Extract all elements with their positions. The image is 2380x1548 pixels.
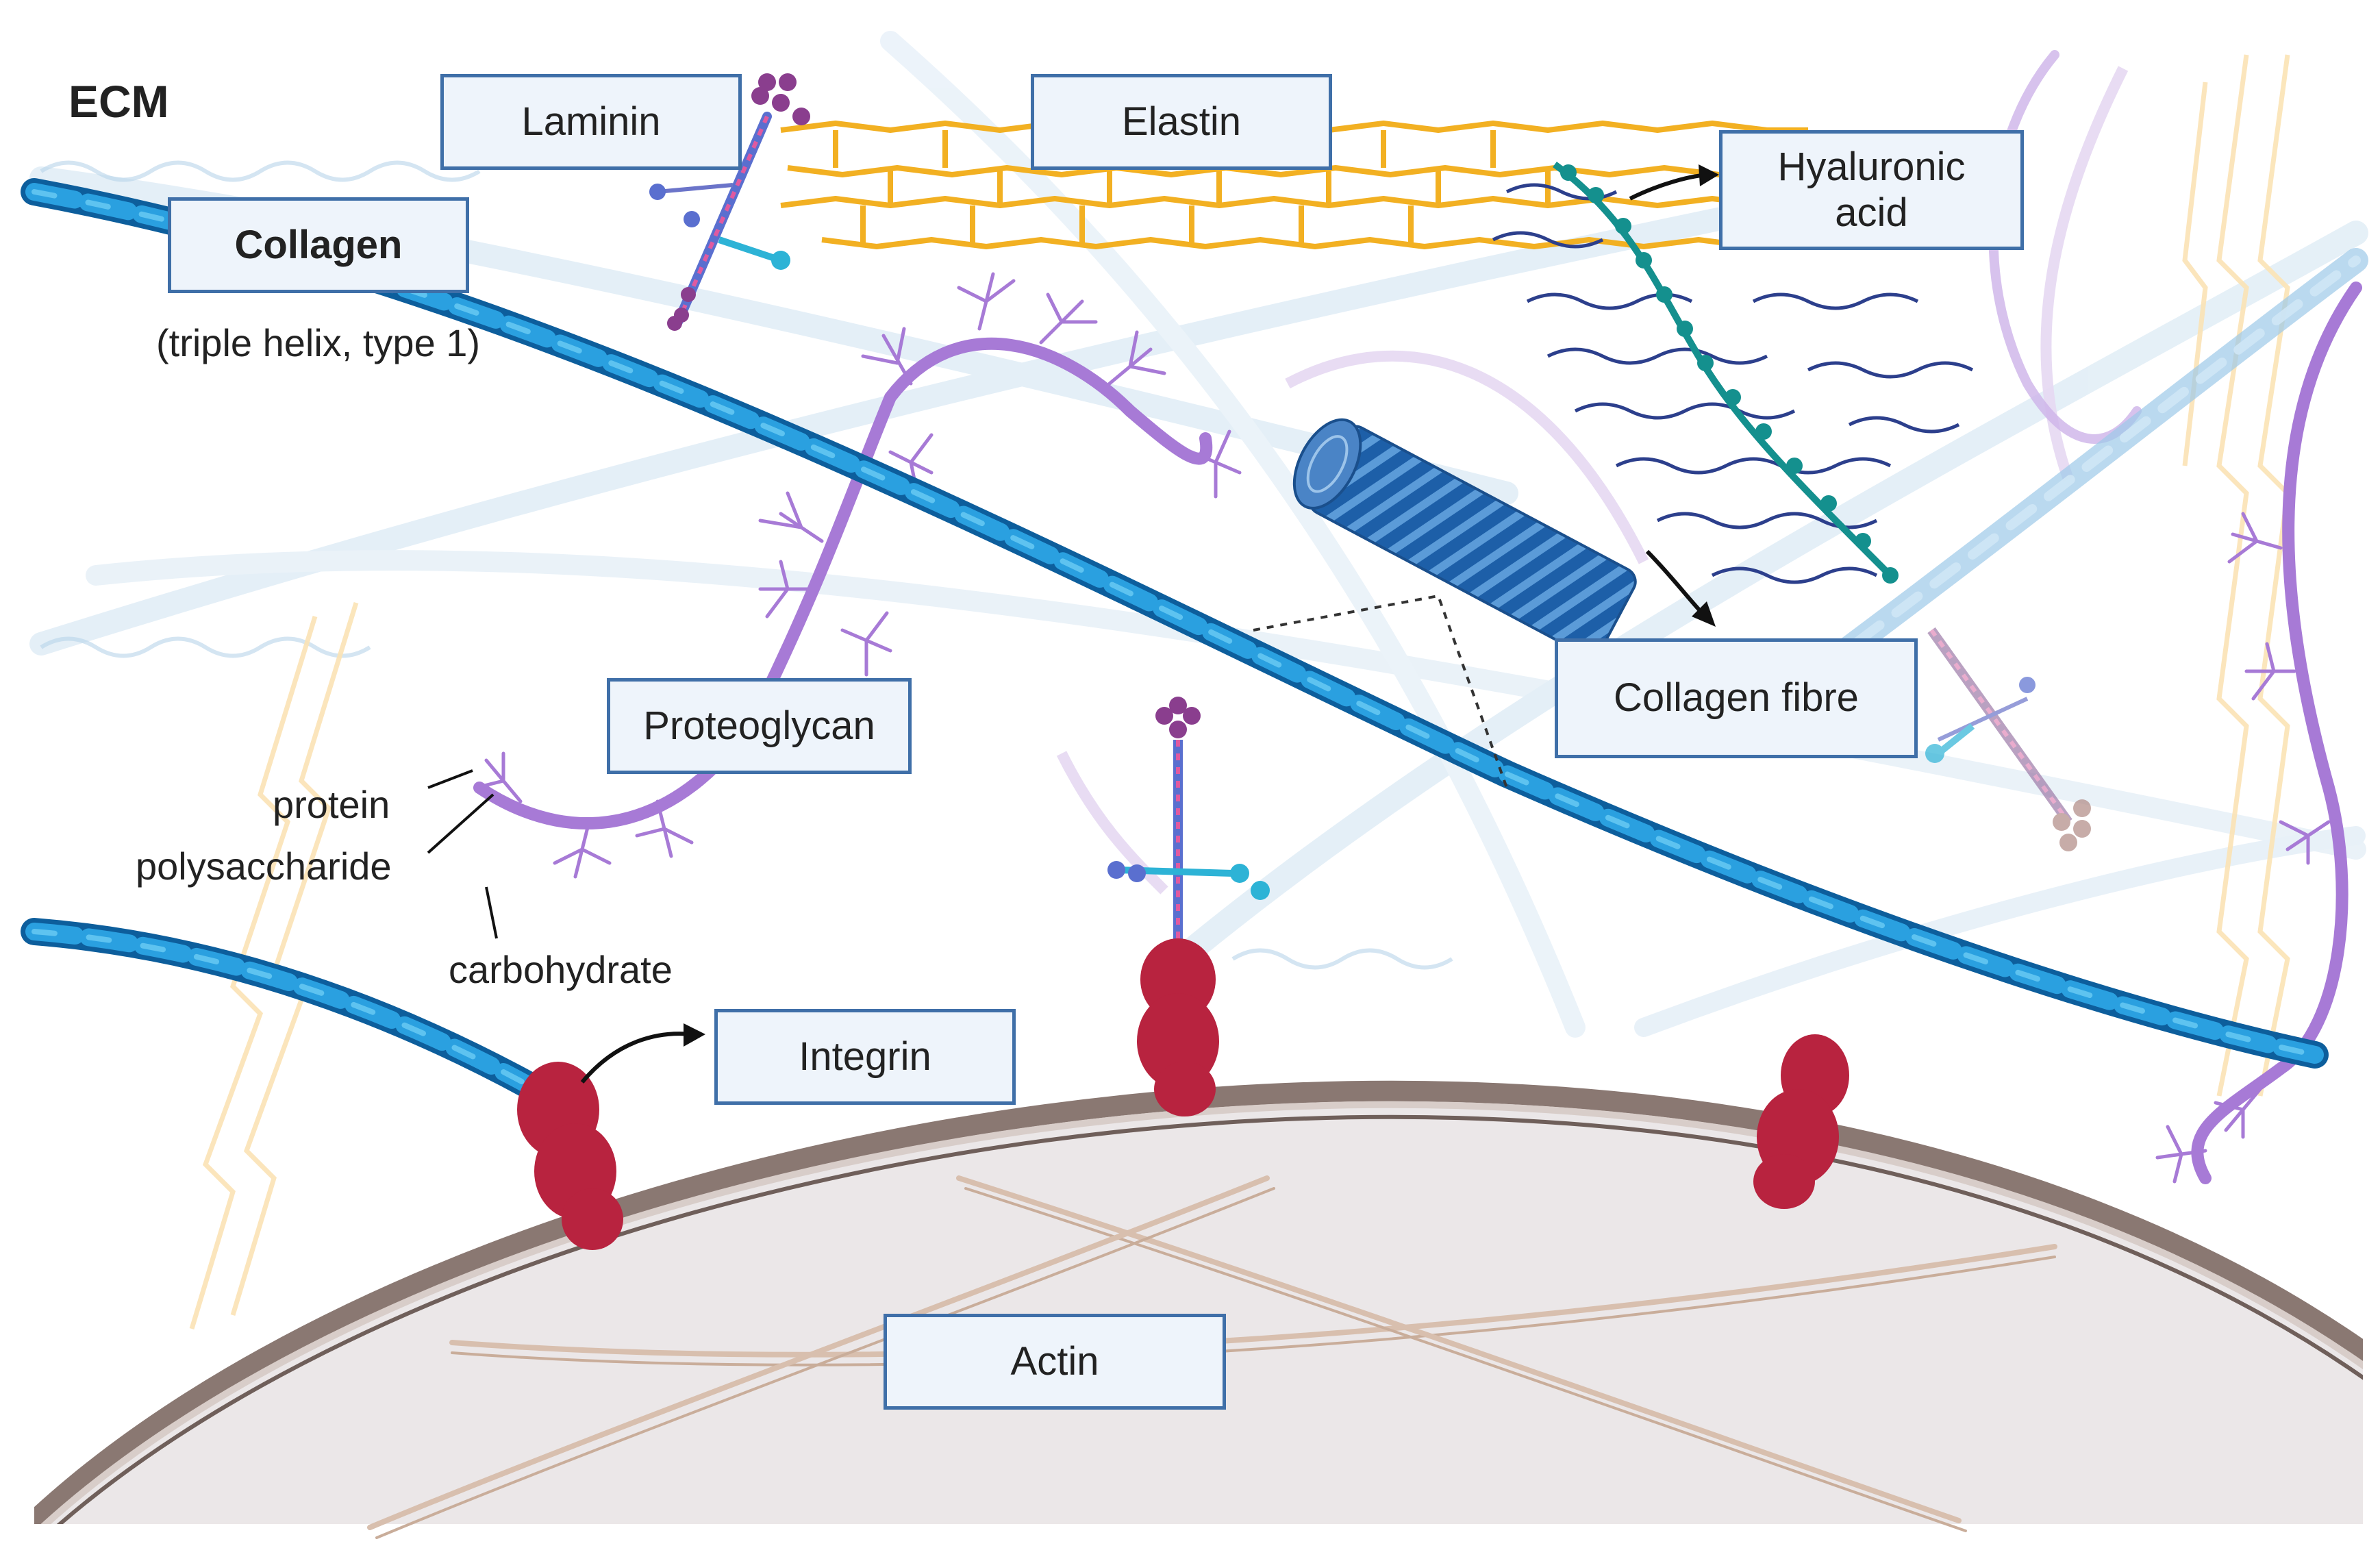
proteoglycan-label: Proteoglycan	[607, 678, 912, 774]
laminin-label-text: Laminin	[521, 99, 661, 144]
collagen-triple-helix	[21, 178, 2329, 1069]
laminin-molecule-right	[1925, 627, 2091, 851]
laminin-label: Laminin	[440, 74, 742, 170]
integrin-center	[1137, 938, 1219, 1116]
integrin-label-text: Integrin	[799, 1034, 931, 1079]
hyaluronic-acid-label: Hyaluronic acid	[1719, 130, 2024, 250]
laminin-molecule-center	[1107, 697, 1270, 973]
collagen-fibre-label-text: Collagen fibre	[1614, 675, 1859, 721]
leader-lines	[427, 769, 498, 939]
arrowheads	[684, 164, 1719, 1047]
collagen-fibre-cylinder	[1292, 418, 1637, 658]
cell-membrane-outer	[34, 1080, 2363, 1524]
proteoglycan-faint	[1988, 50, 2142, 444]
carbohydrate-label: carbohydrate	[449, 948, 673, 991]
integrin-label: Integrin	[714, 1009, 1016, 1105]
hyaluronic-line-2: acid	[1835, 190, 1908, 235]
integrin-left	[517, 1062, 623, 1250]
collagen-label-text: Collagen	[234, 222, 403, 267]
collagen-faint-right	[1768, 248, 2368, 711]
actin-label-text: Actin	[1010, 1338, 1099, 1384]
collagen-label: Collagen	[168, 197, 469, 293]
polysaccharide-label: polysaccharide	[136, 845, 392, 888]
integrin-right	[1753, 1034, 1849, 1209]
background-collagen-strands	[40, 160, 1453, 970]
proteoglycan-label-text: Proteoglycan	[643, 703, 875, 748]
collagen-triple-helix-lower	[21, 918, 562, 1110]
cell-membrane-inner	[40, 1101, 2363, 1524]
laminin-molecule-top	[649, 73, 810, 331]
hyaluronic-acid-label-text: Hyaluronic acid	[1778, 145, 1966, 236]
elastin-label: Elastin	[1031, 74, 1332, 170]
ecm-title: ECM	[68, 76, 169, 127]
collagen-fibre-label: Collagen fibre	[1555, 638, 1918, 758]
actin-label: Actin	[884, 1314, 1226, 1410]
collagen-subtitle: (triple helix, type 1)	[156, 321, 481, 364]
elastin-label-text: Elastin	[1121, 99, 1242, 144]
proteoglycan-main	[473, 272, 1242, 879]
hyaluronic-backbone	[1553, 161, 1899, 584]
elastin-network	[780, 121, 1815, 249]
hyaluronic-line-1: Hyaluronic	[1777, 144, 1966, 189]
proteoglycan-right	[2155, 282, 2362, 1184]
protein-label: protein	[273, 783, 390, 826]
